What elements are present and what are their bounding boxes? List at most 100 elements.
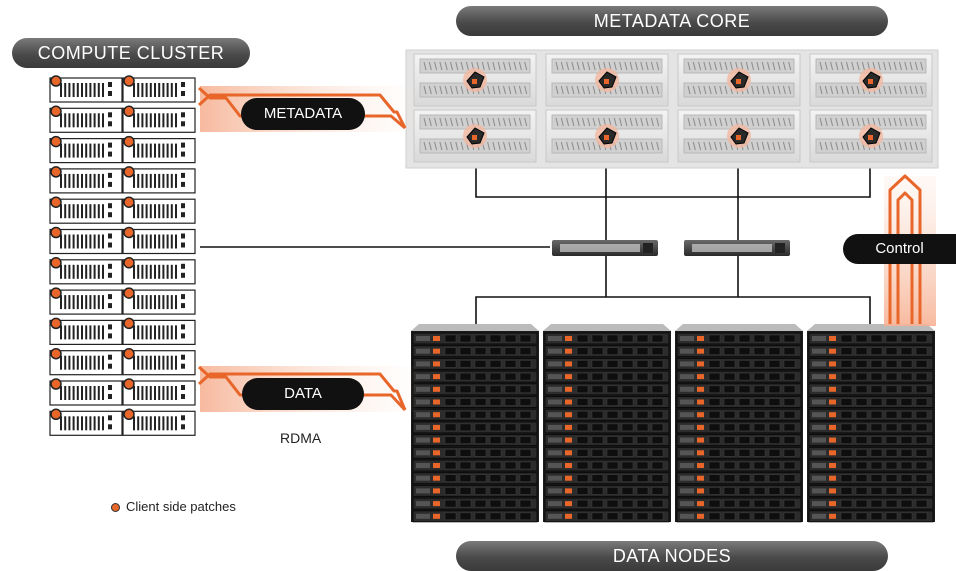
orange-dot-icon: [111, 503, 120, 512]
data-node-server: [676, 484, 802, 497]
client-patch-icon: [123, 378, 135, 390]
metadata-blade: [809, 53, 933, 107]
data-node-server: [544, 345, 670, 358]
data-node-server: [808, 332, 934, 345]
client-patch-icon: [123, 75, 135, 87]
data-nodes-header: DATA NODES: [456, 541, 888, 571]
data-node-server: [544, 510, 670, 523]
data-node-server: [544, 434, 670, 447]
data-node-server: [676, 472, 802, 485]
compute-server: [49, 317, 123, 345]
data-node-server: [676, 383, 802, 396]
metadata-flow-arrow-return: [197, 93, 407, 129]
client-patch-icon: [50, 135, 62, 148]
compute-server: [122, 287, 196, 315]
data-node-server: [544, 357, 670, 370]
metadata-bus-line: [475, 168, 871, 198]
data-node-rack: [411, 324, 539, 523]
metadata-blade: [677, 53, 801, 107]
data-node-server: [808, 459, 934, 472]
compute-server: [49, 347, 123, 376]
switch-1: [552, 240, 658, 256]
client-patch-icon: [50, 75, 62, 87]
data-node-server: [412, 396, 538, 408]
metadata-core-header: METADATA CORE: [456, 6, 888, 36]
data-node-server: [412, 497, 538, 510]
compute-server: [49, 166, 123, 194]
data-node-server: [808, 434, 934, 447]
compute-server: [49, 196, 123, 224]
metadata-blade: [677, 109, 801, 163]
data-node-server: [676, 408, 802, 421]
data-node-server: [544, 459, 670, 472]
compute-server: [122, 226, 196, 255]
data-flow-label: DATA: [242, 378, 364, 410]
client-patch-icon: [50, 196, 62, 208]
client-patch-icon: [123, 166, 135, 178]
data-node-server: [676, 370, 802, 383]
compute-server: [49, 378, 123, 406]
data-flow-arrow-return: [197, 372, 407, 411]
compute-server: [122, 135, 196, 164]
data-node-server: [808, 396, 934, 408]
data-node-server: [412, 446, 538, 459]
data-node-server: [808, 357, 934, 370]
data-bus-line: [475, 296, 871, 326]
data-node-server: [544, 446, 670, 459]
data-node-server: [412, 510, 538, 523]
compute-server: [49, 75, 123, 103]
client-patch-icon: [123, 135, 135, 148]
data-node-server: [412, 408, 538, 421]
data-node-server: [544, 421, 670, 434]
data-node-server: [412, 459, 538, 472]
data-node-rack: [675, 324, 803, 523]
data-node-rack: [807, 324, 935, 523]
data-node-server: [412, 345, 538, 358]
client-patch-icon: [50, 226, 62, 239]
data-nodes-racks: [411, 324, 935, 523]
data-node-server: [676, 459, 802, 472]
metadata-core-chassis: [405, 49, 939, 169]
client-patch-icon: [123, 408, 135, 421]
data-node-server: [544, 396, 670, 408]
data-node-server: [412, 370, 538, 383]
client-patch-icon: [50, 317, 62, 330]
data-node-server: [544, 472, 670, 485]
data-node-server: [808, 345, 934, 358]
data-node-server: [412, 484, 538, 497]
client-patch-icon: [50, 378, 62, 390]
data-node-server: [412, 357, 538, 370]
data-node-server: [412, 472, 538, 485]
client-patch-icon: [50, 408, 62, 421]
network-lines: [200, 168, 871, 326]
data-node-server: [412, 434, 538, 447]
network-switches: [552, 240, 790, 256]
compute-cluster-header: COMPUTE CLUSTER: [12, 38, 250, 68]
data-node-server: [412, 421, 538, 434]
data-node-rack: [543, 324, 671, 523]
data-node-server: [544, 484, 670, 497]
compute-server: [49, 287, 123, 315]
data-node-server: [808, 446, 934, 459]
data-node-server: [544, 332, 670, 345]
compute-server: [49, 226, 123, 255]
client-patch-icon: [123, 317, 135, 330]
compute-server: [122, 347, 196, 376]
client-patch-icon: [123, 226, 135, 239]
metadata-blade: [545, 109, 669, 163]
compute-server: [122, 408, 196, 436]
data-node-server: [676, 345, 802, 358]
client-patch-icon: [50, 105, 62, 118]
compute-server: [122, 105, 196, 133]
data-node-server: [676, 332, 802, 345]
data-node-server: [808, 408, 934, 421]
client-patch-icon: [123, 347, 135, 360]
data-node-server: [808, 383, 934, 396]
metadata-flow-label: METADATA: [241, 98, 365, 130]
client-patch-icon: [123, 196, 135, 208]
compute-server: [49, 257, 123, 285]
compute-server: [122, 378, 196, 406]
client-patch-icon: [50, 257, 62, 269]
compute-server: [122, 75, 196, 103]
data-node-server: [676, 434, 802, 447]
